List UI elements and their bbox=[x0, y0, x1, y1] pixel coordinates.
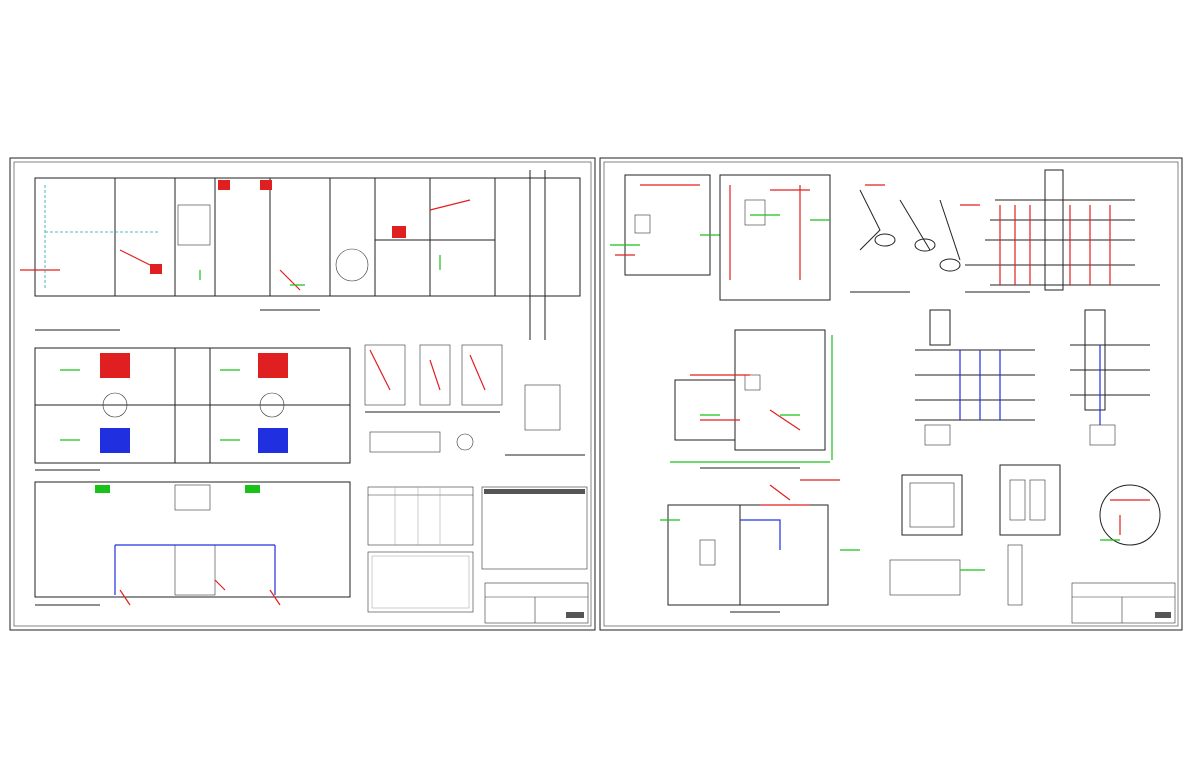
sheet-border bbox=[599, 157, 1183, 631]
cistern-section bbox=[660, 479, 860, 613]
installation-details bbox=[364, 344, 585, 456]
manhole-details bbox=[889, 464, 1161, 606]
riser-diagram bbox=[965, 169, 1160, 293]
notes-block bbox=[481, 486, 588, 570]
ground-floor-plan bbox=[20, 170, 581, 340]
tank-elevation bbox=[610, 174, 831, 301]
legend-table bbox=[367, 486, 474, 613]
typical-floor-plan bbox=[34, 329, 351, 471]
riser-elevations bbox=[915, 309, 1150, 446]
roof-plan bbox=[34, 481, 351, 606]
sheet-plans bbox=[9, 157, 596, 631]
sheet-border bbox=[9, 157, 596, 631]
sheet-details bbox=[599, 157, 1183, 631]
cistern-plan bbox=[670, 329, 833, 469]
title-block bbox=[484, 582, 589, 624]
pump-isometric bbox=[850, 184, 980, 293]
title-block bbox=[1071, 582, 1176, 624]
